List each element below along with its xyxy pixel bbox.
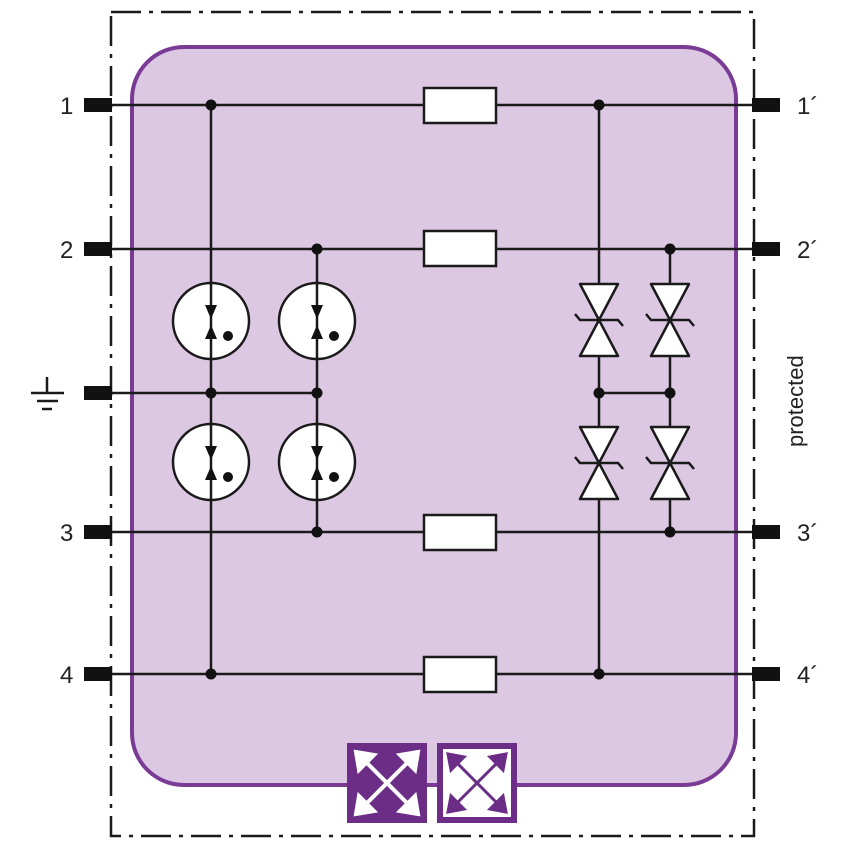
- resistors: [422, 86, 498, 694]
- connector-3-prime: [752, 525, 780, 539]
- resistor-1: [422, 86, 498, 125]
- enclosure-dashed-border: [109, 10, 756, 838]
- terminal-label-4-prime: 4´: [797, 662, 818, 689]
- gas-discharge-tube-1: [171, 281, 251, 361]
- connector-1: [84, 98, 112, 112]
- right-connectors: [752, 98, 780, 681]
- resistor-3: [422, 513, 498, 552]
- gas-discharge-tube-2: [277, 281, 357, 361]
- terminal-label-2: 2: [60, 237, 73, 264]
- terminal-label-3: 3: [60, 520, 73, 547]
- crossed-arrows-logo-outline-icon: [437, 743, 517, 823]
- tvs-diode-icon: [574, 282, 695, 501]
- terminal-label-3-prime: 3´: [797, 520, 818, 547]
- terminal-label-1-prime: 1´: [797, 93, 818, 120]
- connector-4: [84, 667, 112, 681]
- gas-discharge-tube-icon: [171, 281, 357, 502]
- connector-1-prime: [752, 98, 780, 112]
- protected-label: protected: [783, 355, 808, 447]
- connector-2: [84, 242, 112, 256]
- terminal-label-2-prime: 2´: [797, 237, 818, 264]
- tvs-diode-1-1: [574, 282, 624, 358]
- connector-3: [84, 525, 112, 539]
- gas-discharge-tube-4: [277, 422, 357, 502]
- connector-2-prime: [752, 242, 780, 256]
- resistor-2: [422, 229, 498, 268]
- connector-4-prime: [752, 667, 780, 681]
- crossed-arrows-logo-icon: [347, 743, 427, 823]
- junction-dots: [205, 99, 676, 680]
- terminal-label-4: 4: [60, 662, 73, 689]
- tvs-diode-1-2: [574, 425, 624, 501]
- module-panel: [130, 45, 738, 787]
- left-connectors: [84, 98, 112, 681]
- connector-ground: [84, 386, 112, 400]
- terminal-label-1: 1: [60, 93, 73, 120]
- ground-icon: [31, 377, 64, 411]
- tvs-diode-2-1: [645, 282, 695, 358]
- tvs-diode-2-2: [645, 425, 695, 501]
- gas-discharge-tube-3: [171, 422, 251, 502]
- resistor-4: [422, 655, 498, 694]
